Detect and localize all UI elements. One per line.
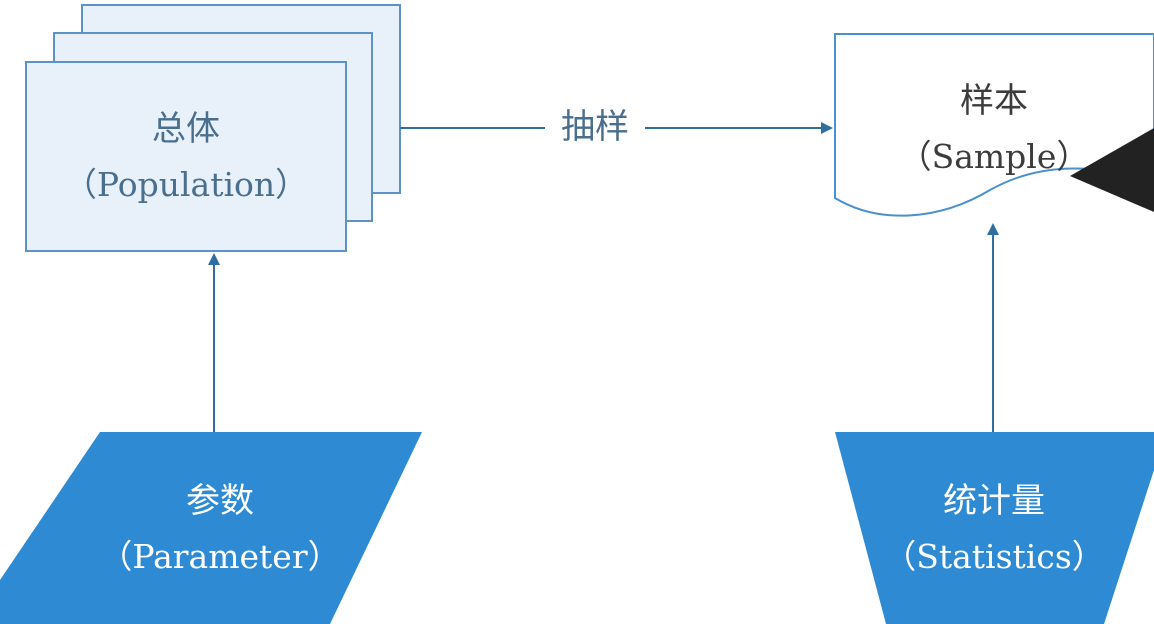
- parameter-node[interactable]: [0, 432, 422, 624]
- population-title: 总体: [152, 109, 220, 149]
- sample-node[interactable]: [834, 33, 1154, 217]
- population-node[interactable]: [25, 4, 401, 252]
- sample-title: 样本: [960, 81, 1028, 121]
- parameter-title: 参数: [186, 481, 254, 521]
- statistics-title: 统计量: [943, 481, 1045, 521]
- statistics-subtitle: （Statistics）: [883, 537, 1105, 576]
- sample-corner-marker: [1070, 128, 1154, 212]
- sampling-edge-label: 抽样: [545, 110, 645, 144]
- statistics-node[interactable]: [835, 432, 1154, 624]
- parameter-subtitle: （Parameter）: [99, 537, 341, 576]
- sample-subtitle: （Sample）: [898, 137, 1090, 176]
- population-subtitle: （Population）: [63, 165, 309, 204]
